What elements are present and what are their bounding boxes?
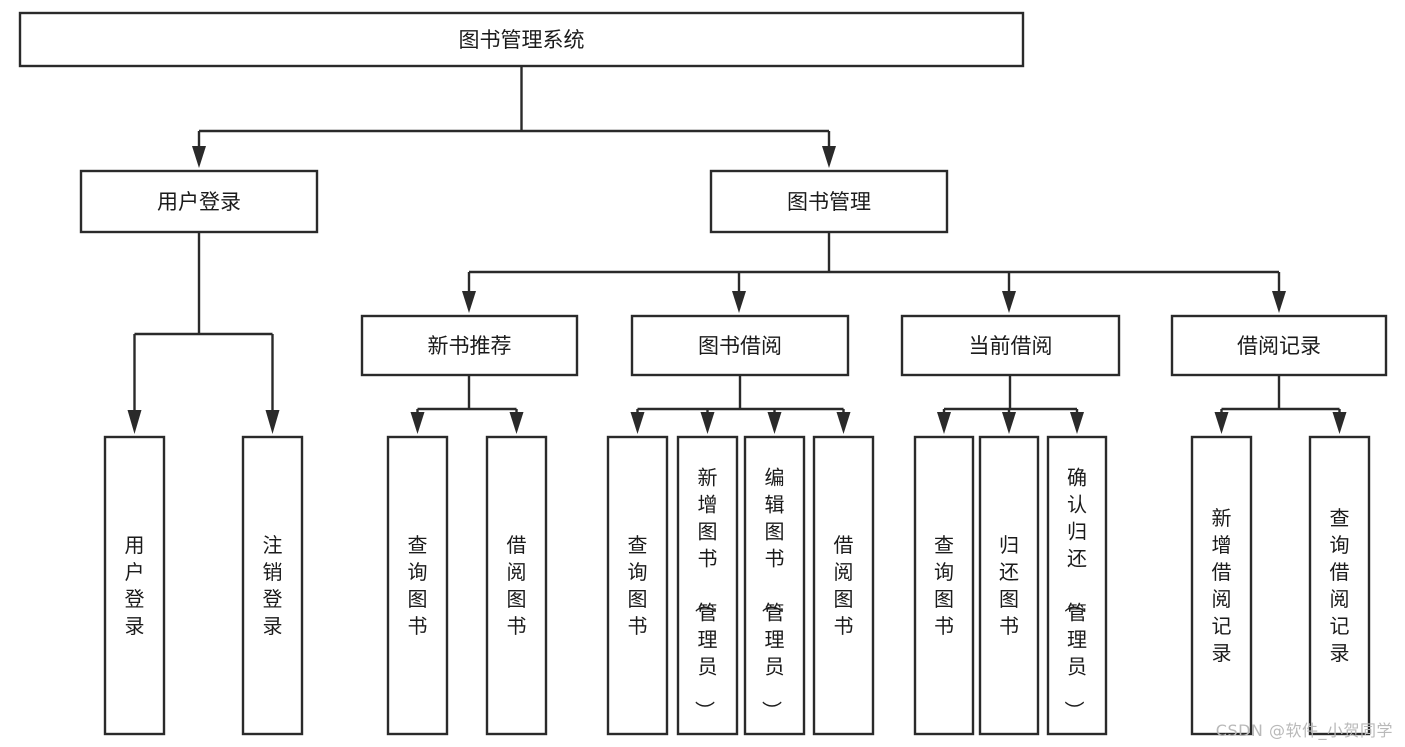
leaf-node[interactable]: 查询图书 [386,435,449,736]
leaf-box[interactable] [676,435,739,736]
node-user-login[interactable]: 用户登录 [79,169,319,234]
leaf-node[interactable]: 用户登录 [103,435,166,736]
node-book-manage-box[interactable] [709,169,949,234]
leaf-label: 用户登录 [125,533,145,638]
leaf-label: 借阅图书 [834,533,854,638]
arrow-user-login-leaf-2 [265,410,280,434]
node-new-book-recommend-box[interactable] [360,314,579,377]
leaf-label: 新增借阅记录 [1212,506,1232,665]
node-book-borrow-label: 图书借阅 [698,334,782,358]
leaf-label: 确认归还（管理员） [1062,466,1087,721]
node-borrow-record-box[interactable] [1170,314,1388,377]
arrow-user-login-leaf-1 [127,410,142,434]
leaf-box[interactable] [812,435,875,736]
node-current-borrow-label: 当前借阅 [969,334,1053,358]
leaf-label: 归还图书 [999,533,1019,638]
arrow-book-borrow-leaf-3 [767,412,782,434]
node-root-system-label: 图书管理系统 [459,28,585,52]
node-borrow-record[interactable]: 借阅记录 [1170,314,1388,377]
node-user-login-label: 用户登录 [157,190,241,214]
leaf-box[interactable] [103,435,166,736]
leaf-node[interactable]: 借阅图书 [485,435,548,736]
leaf-box[interactable] [913,435,975,736]
node-new-book-recommend[interactable]: 新书推荐 [360,314,579,377]
leaf-node[interactable]: 归还图书 [978,435,1040,736]
node-root-system[interactable]: 图书管理系统 [18,11,1025,68]
leaf-label: 编辑图书（管理员） [760,466,785,721]
arrow-root-to-book-manage [822,146,836,168]
leaf-node[interactable]: 新增借阅记录 [1190,435,1253,736]
arrow-book-borrow-leaf-4 [836,412,851,434]
arrow-book-borrow-leaf-1 [630,412,645,434]
arrow-root-to-user-login [192,146,206,168]
arrow-book-borrow-leaf-2 [700,412,715,434]
arrow-new-book-leaf-1 [410,412,425,434]
leaf-box[interactable] [1190,435,1253,736]
node-root-system-box[interactable] [18,11,1025,68]
leaf-node[interactable]: 借阅图书 [812,435,875,736]
arrow-to-new-book-recommend [462,291,476,313]
node-user-login-box[interactable] [79,169,319,234]
leaf-box[interactable] [386,435,449,736]
node-book-borrow[interactable]: 图书借阅 [630,314,850,377]
arrow-current-borrow-leaf-2 [1002,412,1016,434]
leaf-label: 查询图书 [408,533,428,638]
leaf-box[interactable] [485,435,548,736]
leaf-node[interactable]: 查询借阅记录 [1308,435,1371,736]
leaf-label: 注销登录 [263,533,283,638]
leaf-node[interactable]: 编辑图书（管理员） [743,435,806,736]
arrow-borrow-record-leaf-2 [1332,412,1347,434]
leaf-label: 查询图书 [628,533,648,638]
leaf-node[interactable]: 确认归还（管理员） [1046,435,1108,736]
leaf-box[interactable] [1046,435,1108,736]
leaf-box[interactable] [978,435,1040,736]
node-book-borrow-box[interactable] [630,314,850,377]
leaf-label: 查询借阅记录 [1330,506,1350,665]
arrow-to-current-borrow [1002,291,1016,313]
leaf-box[interactable] [606,435,669,736]
leaf-box[interactable] [1308,435,1371,736]
node-new-book-recommend-label: 新书推荐 [428,334,512,358]
leaf-label: 查询图书 [934,533,954,638]
leaf-box[interactable] [241,435,304,736]
arrow-to-borrow-record [1272,291,1286,313]
arrow-current-borrow-leaf-3 [1070,412,1084,434]
node-current-borrow[interactable]: 当前借阅 [900,314,1121,377]
leaf-node[interactable]: 注销登录 [241,435,304,736]
leaf-label: 新增图书（管理员） [693,466,718,721]
arrow-current-borrow-leaf-1 [937,412,951,434]
leaf-label: 借阅图书 [507,533,527,638]
leaf-box[interactable] [743,435,806,736]
connector-layer [127,66,1347,434]
leaf-layer: 用户登录 注销登录 查询图书 借阅图书 查询图书 新增图书（管理员） [103,435,1371,736]
node-borrow-record-label: 借阅记录 [1237,334,1321,358]
node-current-borrow-box[interactable] [900,314,1121,377]
arrow-to-book-borrow [732,291,746,313]
node-book-manage-label: 图书管理 [787,190,871,214]
node-book-manage[interactable]: 图书管理 [709,169,949,234]
leaf-node[interactable]: 新增图书（管理员） [676,435,739,736]
leaf-node[interactable]: 查询图书 [606,435,669,736]
arrow-borrow-record-leaf-1 [1214,412,1229,434]
leaf-node[interactable]: 查询图书 [913,435,975,736]
arrow-new-book-leaf-2 [509,412,524,434]
